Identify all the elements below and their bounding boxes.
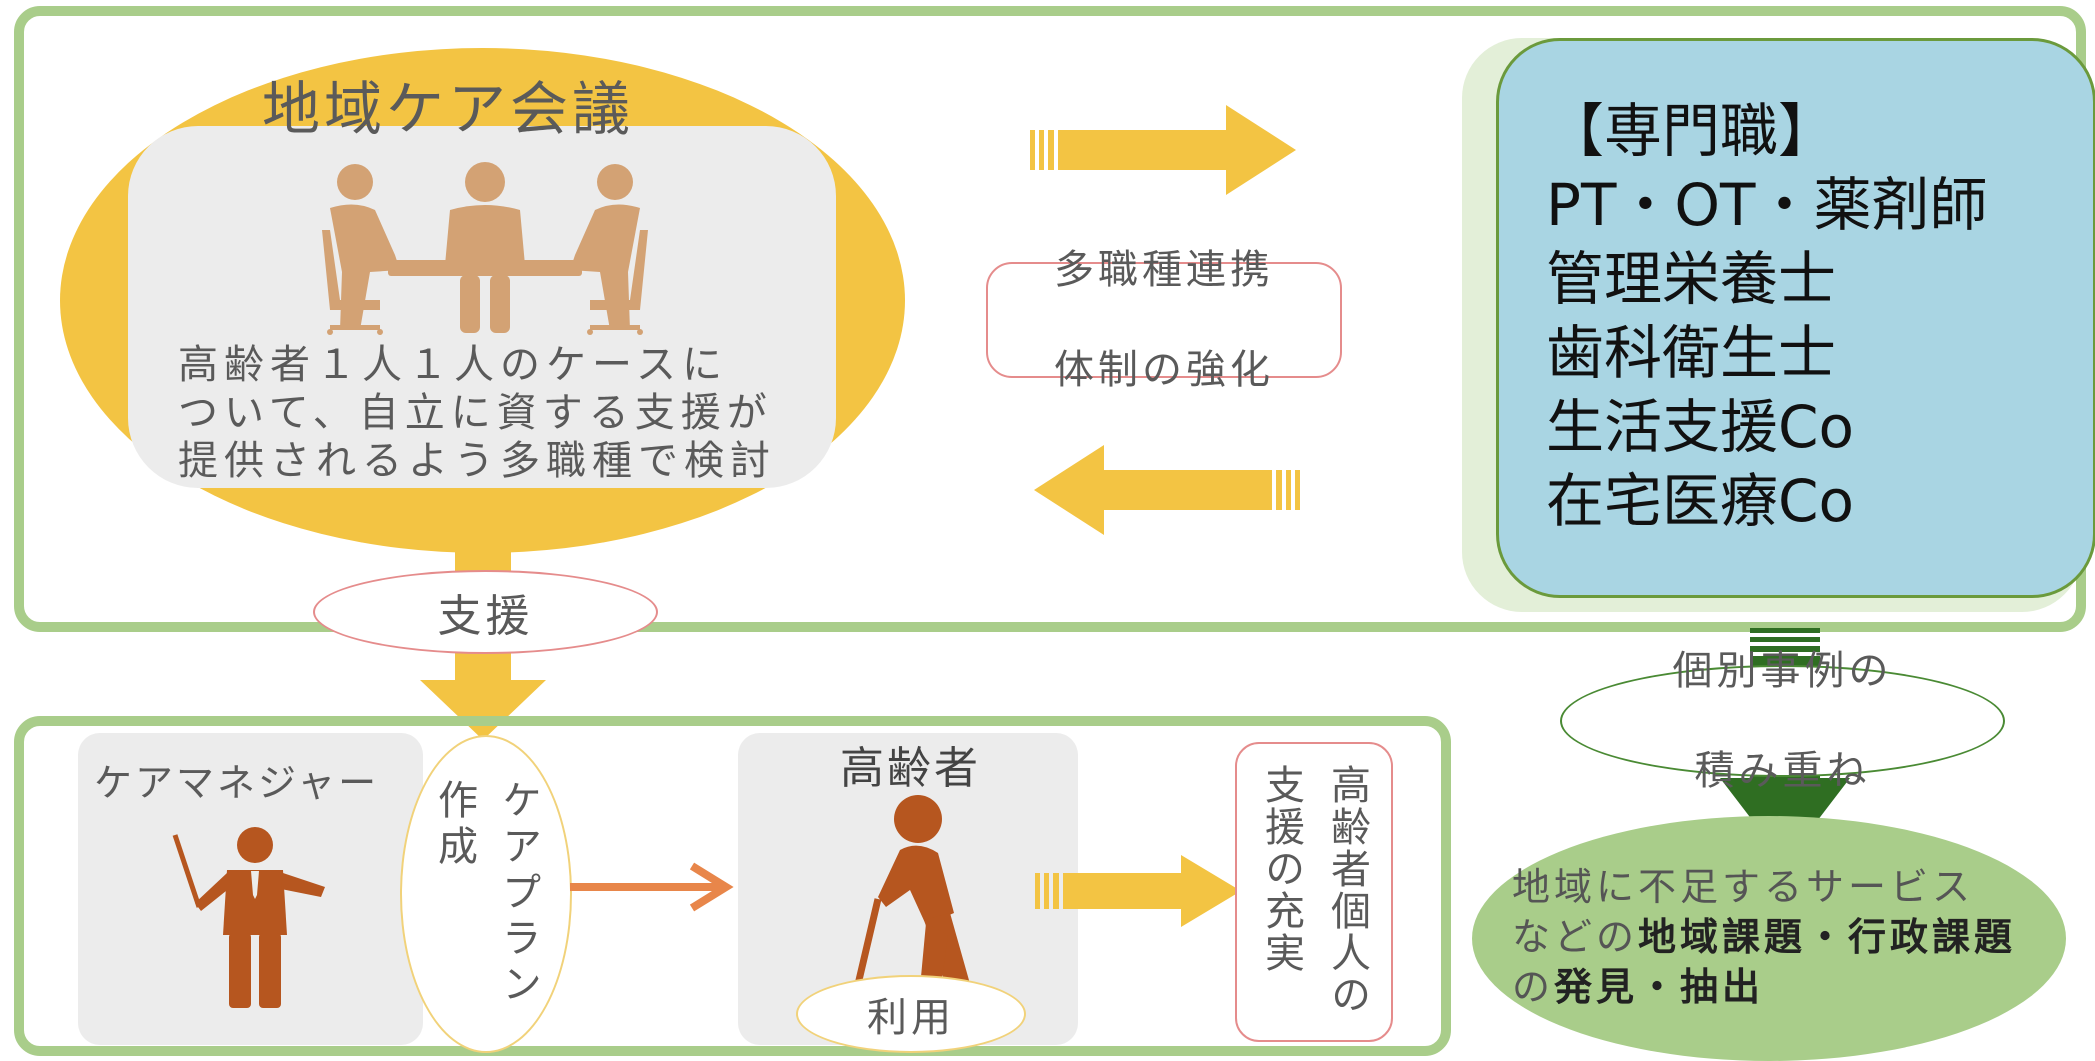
result-arrow-icon xyxy=(1035,855,1241,927)
use-ellipse: 利用 xyxy=(796,975,1026,1053)
result-pill: 高齢者個人の 支援の充実 xyxy=(1235,742,1393,1042)
discovery-line-2-bold: 地域課題・行政課題 xyxy=(1638,915,2017,959)
accumulation-ellipse: 個別事例の 積み重ね xyxy=(1560,648,2005,794)
collaboration-pill: 多職種連携 体制の強化 xyxy=(986,247,1342,393)
discovery-line-2: などの地域課題・行政課題 xyxy=(1512,912,2016,962)
expert-line-1: PT・OT・薬剤師 xyxy=(1546,171,1988,239)
expert-box xyxy=(1496,38,2095,598)
collaboration-line-1: 多職種連携 xyxy=(1054,247,1274,293)
expert-line-2: 管理栄養士 xyxy=(1546,245,1837,313)
care-manager-figure-icon xyxy=(172,827,325,1008)
bottom-frame xyxy=(14,716,1451,1056)
care-plan-line-2: 作成 xyxy=(431,779,477,871)
discovery-text: 地域に不足するサービス などの地域課題・行政課題 の発見・抽出 xyxy=(1512,862,2016,1012)
care-plan-ellipse: ケアプラン 作成 xyxy=(400,735,572,1053)
discovery-ellipse xyxy=(1472,816,2066,1061)
discovery-line-1: 地域に不足するサービス xyxy=(1512,865,1975,909)
meeting-description-line-3: 提供されるよう多職種で検討 xyxy=(178,438,776,484)
result-line-2: 支援の充実 xyxy=(1258,764,1304,974)
accumulation-line-1: 個別事例の xyxy=(1672,648,1893,694)
discovery-line-3-prefix: の xyxy=(1512,965,1555,1009)
left-arrow-icon xyxy=(1034,445,1300,535)
down-arrow-icon xyxy=(420,640,546,740)
meeting-description-line-1: 高齢者１人１人のケースに xyxy=(178,342,728,388)
discovery-line-2-prefix: などの xyxy=(1512,915,1639,959)
care-plan-line-1: ケアプラン xyxy=(495,779,541,1009)
support-ellipse: 支援 xyxy=(313,570,658,654)
accumulation-line-2: 積み重ね xyxy=(1694,748,1871,794)
care-manager-label: ケアマネジャー xyxy=(94,761,380,805)
expert-line-4: 生活支援Co xyxy=(1546,393,1854,461)
discovery-line-3-bold: 発見・抽出 xyxy=(1554,965,1765,1009)
meeting-title: 地域ケア会議 xyxy=(262,75,635,143)
expert-line-3: 歯科衛生士 xyxy=(1546,319,1837,387)
collaboration-line-2: 体制の強化 xyxy=(1054,347,1274,393)
support-label: 支援 xyxy=(437,591,534,642)
meeting-people-icon xyxy=(322,162,648,335)
discovery-line-3: の発見・抽出 xyxy=(1512,962,2016,1012)
result-line-1: 高齢者個人の xyxy=(1324,764,1370,1016)
expert-line-5: 在宅医療Co xyxy=(1546,467,1854,535)
orange-arrow-icon xyxy=(570,862,734,912)
elderly-label: 高齢者 xyxy=(840,743,981,794)
expert-heading: 【専門職】 xyxy=(1546,97,1837,165)
use-label: 利用 xyxy=(867,995,955,1041)
meeting-description-line-2: ついて、自立に資する支援が xyxy=(178,390,773,436)
right-arrow-icon xyxy=(1030,105,1296,195)
